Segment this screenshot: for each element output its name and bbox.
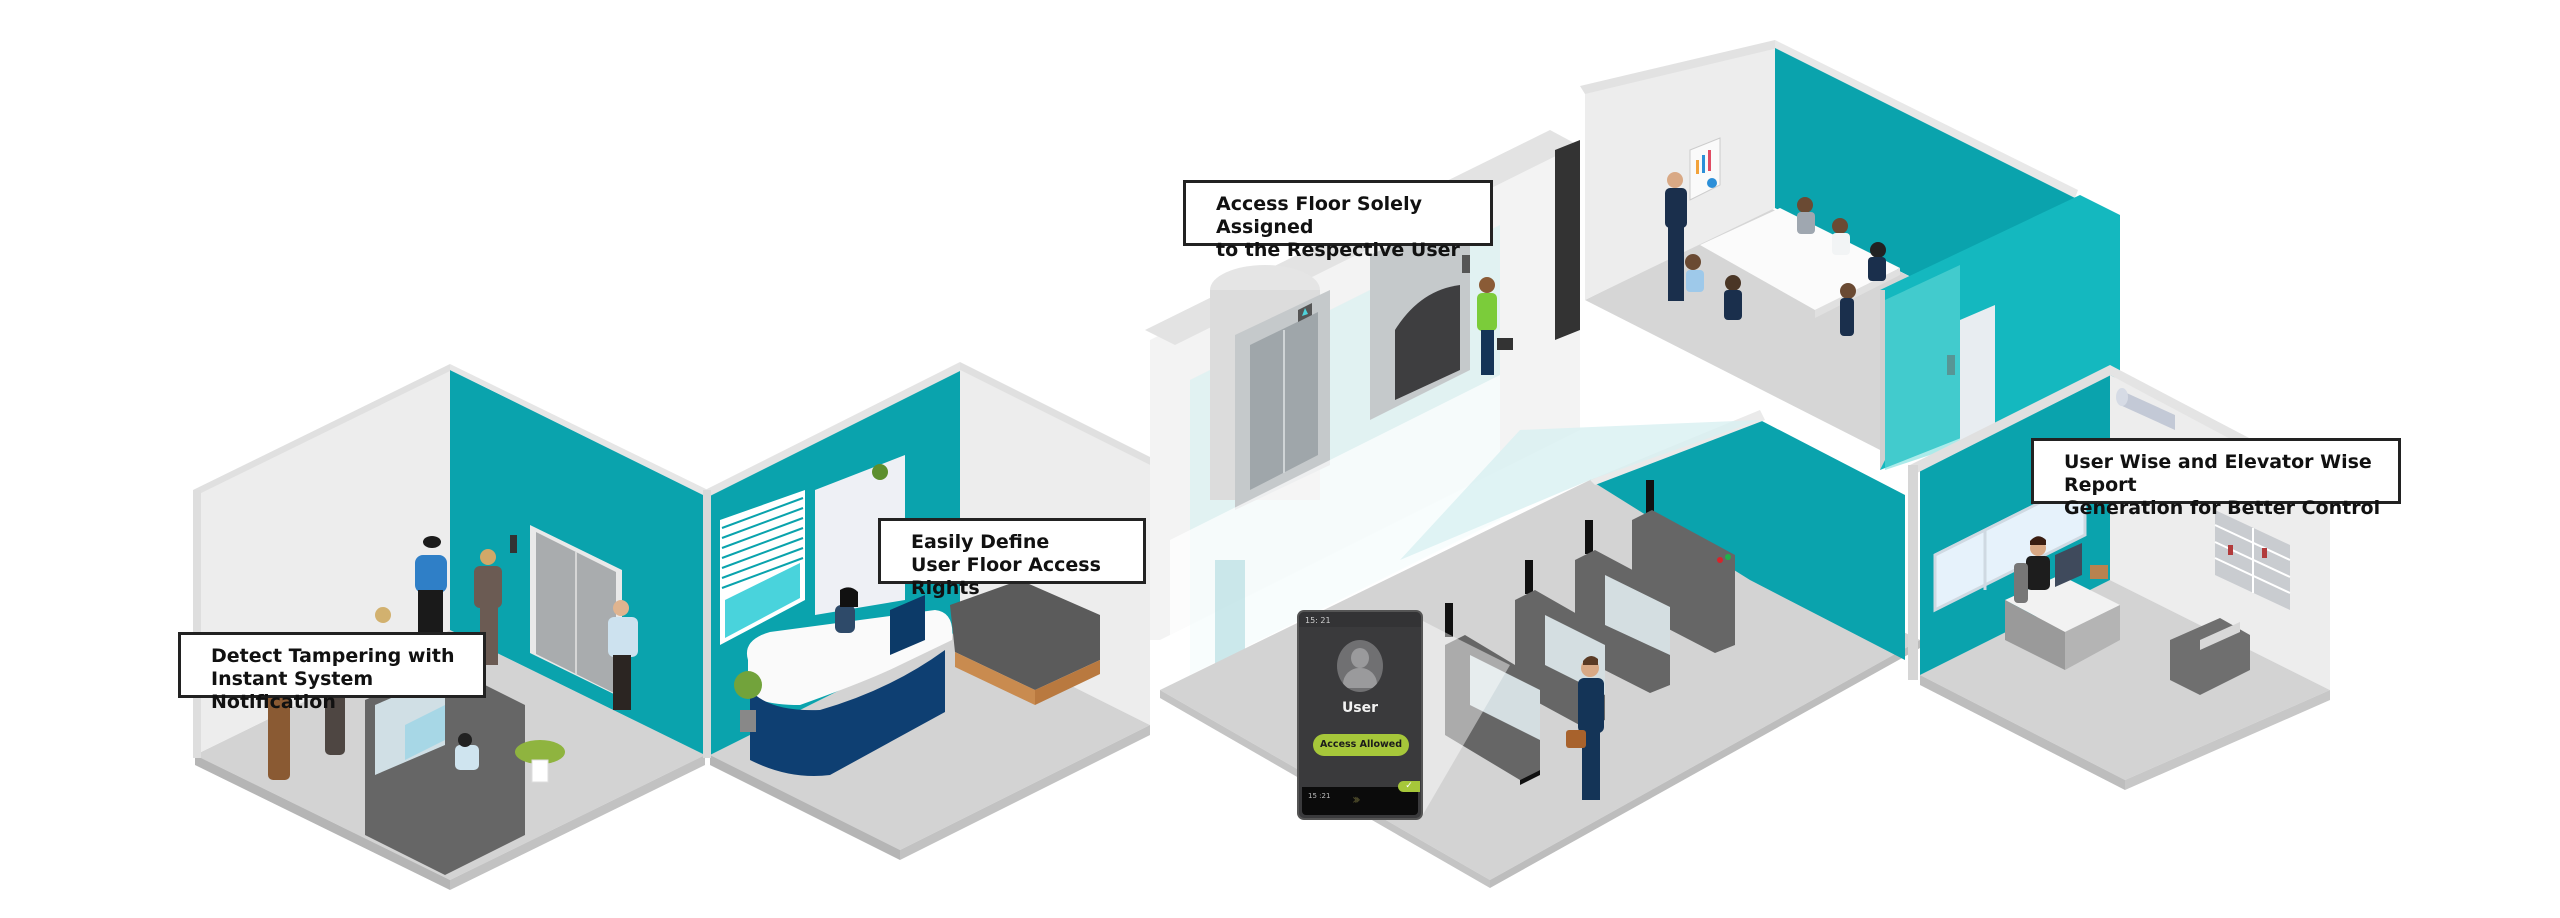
window-blinds [720, 490, 805, 645]
bookshelf [2214, 510, 2291, 610]
callout-line-2: to the Respective User [1216, 239, 1460, 261]
callout-line-1: User Wise and Elevator Wise Report [2064, 451, 2372, 496]
clock-bottom: 15 :21 [1308, 792, 1331, 800]
conference-room [1580, 40, 2120, 470]
callout-floor-assigned: Access Floor Solely Assigned to the Resp… [1183, 180, 1493, 261]
manager-figure [2014, 536, 2050, 603]
guard-figure-right [608, 600, 638, 710]
access-terminal-screen: 15: 21 User Access Allowed 15 :21 ››› ✓ [1299, 612, 1421, 818]
callout-line-1: Detect Tampering with [211, 645, 455, 667]
user-label: User [1341, 700, 1379, 716]
elevator-car-1 [1235, 290, 1330, 510]
sofa [950, 580, 1100, 705]
reception-desk [746, 587, 953, 776]
turnstile-gates [1445, 480, 1735, 785]
presentation-board [1689, 137, 1721, 201]
callout-reports: User Wise and Elevator Wise Report Gener… [2031, 438, 2401, 519]
checkmark-icon: ✓ [1398, 781, 1420, 792]
callout-tampering: Detect Tampering with Instant System Not… [178, 632, 486, 713]
woman-walking-figure [1477, 277, 1513, 375]
security-lobby-room [193, 364, 708, 890]
user-avatar-icon [1337, 640, 1383, 692]
security-booth [365, 665, 525, 875]
clock-top: 15: 21 [1305, 616, 1331, 625]
elevator-car-2 [1370, 210, 1470, 420]
bottom-status-bar: 15 :21 ››› ✓ [1302, 781, 1420, 815]
potted-plant [515, 740, 565, 783]
businessman-figure [1566, 655, 1604, 800]
reception-room [703, 362, 1152, 860]
callout-line-1: Easily Define [911, 531, 1050, 553]
callout-line-2: Instant System Notification [211, 668, 374, 713]
callout-line-2: Generation for Better Control [2064, 497, 2381, 519]
status-bar [1299, 612, 1421, 627]
guard-figure [415, 536, 447, 635]
access-allowed-badge: Access Allowed [1313, 734, 1409, 756]
presenter-figure [1665, 172, 1687, 301]
callout-line-1: Access Floor Solely Assigned [1216, 193, 1422, 238]
callout-access-rights: Easily Define User Floor Access Rights [878, 518, 1146, 599]
chevron-right-icon: ››› [1352, 792, 1361, 808]
callout-line-2: User Floor Access Rights [911, 554, 1101, 599]
armchair [2170, 618, 2250, 695]
air-conditioner [2116, 388, 2175, 430]
